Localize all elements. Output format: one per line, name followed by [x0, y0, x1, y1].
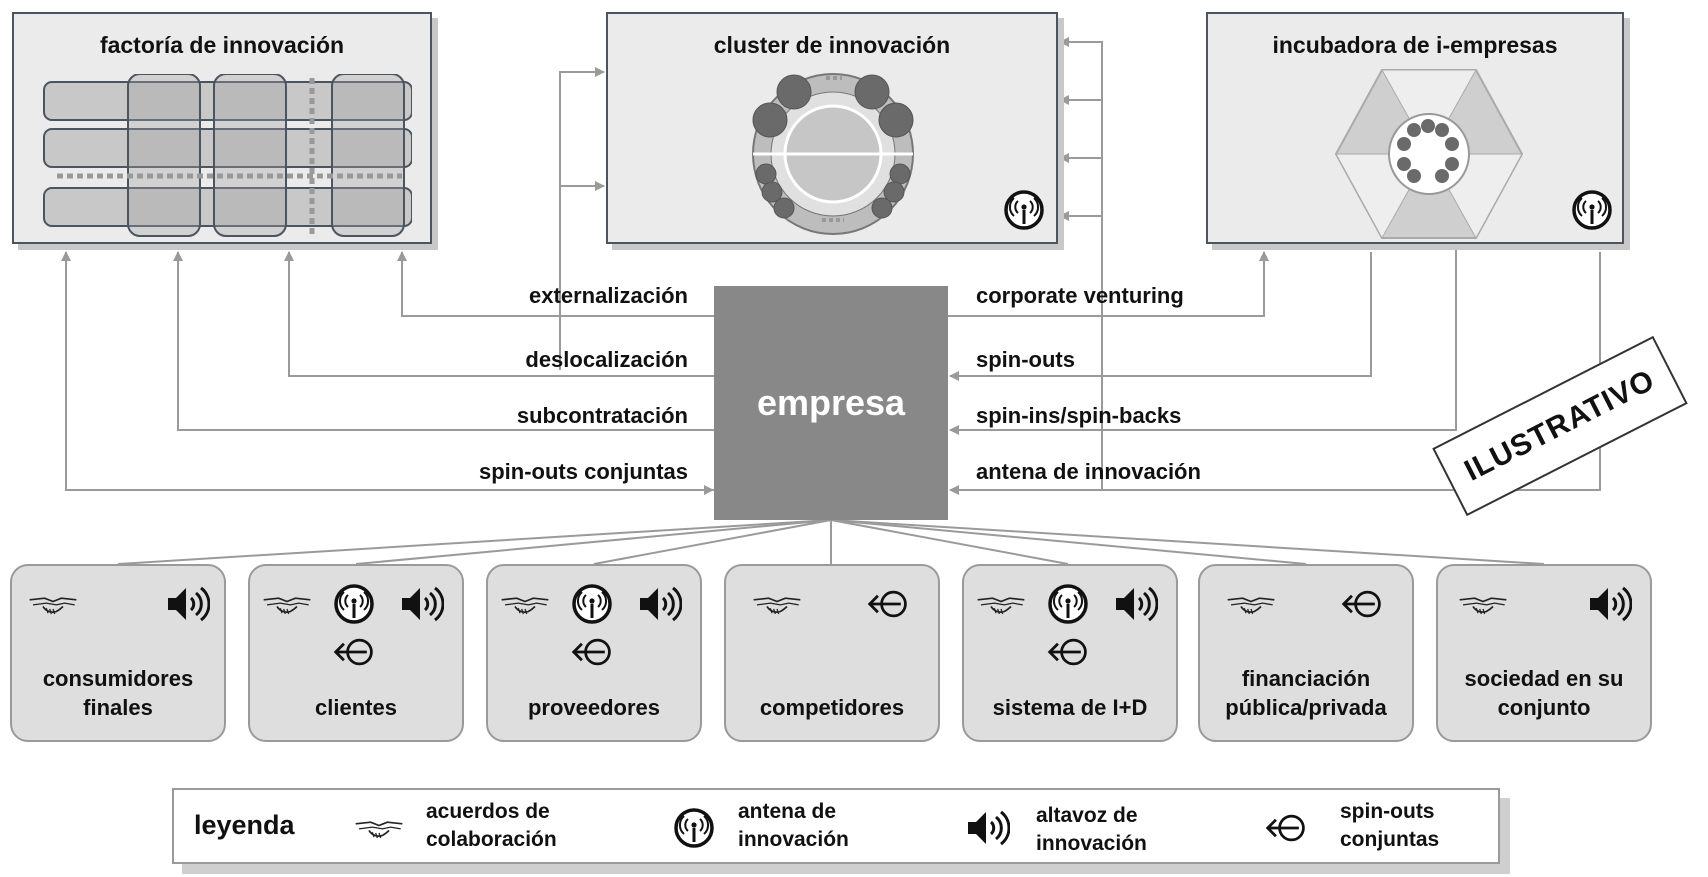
- cluster-graphic: [752, 73, 914, 235]
- arrow-deslocalizacion: [284, 251, 714, 377]
- legend-line: altavoz de: [1036, 804, 1138, 827]
- flow-label-subcontratacion: subcontratación: [516, 403, 688, 428]
- legend-title: leyenda: [194, 810, 295, 840]
- legend-line: innovación: [1036, 832, 1147, 855]
- speaker-icon: [966, 808, 1010, 848]
- stakeholder-clientes: clientes: [248, 564, 464, 742]
- spinout-icon: [1264, 812, 1308, 844]
- legend-line: innovación: [738, 828, 849, 851]
- handshake-icon: [354, 814, 404, 842]
- incubadora-graphic: [1334, 69, 1524, 240]
- spinout-icon: [1046, 636, 1090, 668]
- empresa-box: empresa: [714, 286, 948, 520]
- stakeholder-label: proveedores: [527, 695, 661, 720]
- legend-item-acuerdos: acuerdos de colaboración: [426, 798, 557, 854]
- antenna-icon: [334, 584, 374, 624]
- legend-item-antena: antena de innovación: [738, 798, 849, 854]
- arrow-subcontratacion: [173, 251, 714, 431]
- antenna-icon: [674, 808, 714, 848]
- stakeholder-label: financiación pública/privada: [1225, 666, 1387, 720]
- stakeholder-proveedores: proveedores: [486, 564, 702, 742]
- stakeholder-label: sociedad en su conjunto: [1464, 666, 1624, 720]
- stakeholder-consumidores: consumidores finales: [10, 564, 226, 742]
- legend: leyenda acuerdos de colaboración antena …: [172, 788, 1500, 864]
- legend-line: conjuntas: [1340, 828, 1440, 851]
- flow-label-spin-outs: spin-outs: [976, 347, 1075, 372]
- handshake-icon: [28, 590, 78, 618]
- arrow-spin-ins: [949, 246, 1457, 435]
- arrow-cluster-return-1: [1059, 37, 1103, 490]
- antenna-icon: [1048, 584, 1088, 624]
- speaker-icon: [638, 584, 682, 624]
- speaker-icon: [400, 584, 444, 624]
- stakeholder-sistema-id: sistema de I+D: [962, 564, 1178, 742]
- arrow-externalizacion: [397, 251, 714, 317]
- legend-line: antena de: [738, 800, 837, 823]
- handshake-icon: [976, 590, 1026, 618]
- flow-label-externalizacion: externalización: [529, 283, 688, 308]
- flow-label-antena: antena de innovación: [976, 459, 1201, 484]
- flow-label-corporate-venturing: corporate venturing: [976, 283, 1184, 308]
- handshake-icon: [500, 590, 550, 618]
- handshake-icon: [752, 590, 802, 618]
- legend-line: colaboración: [426, 828, 557, 851]
- flow-label-spinouts-conjuntas: spin-outs conjuntas: [479, 459, 688, 484]
- flow-label-deslocalizacion: deslocalización: [525, 347, 688, 372]
- legend-item-spinouts: spin-outs conjuntas: [1340, 798, 1439, 854]
- arrow-spin-outs-right: [949, 252, 1372, 381]
- stakeholder-label: sistema de I+D: [992, 695, 1148, 720]
- spinout-icon: [570, 636, 614, 668]
- antenna-icon: [1004, 190, 1044, 230]
- arrow-to-cluster-top: [559, 67, 605, 370]
- spinout-icon: [332, 636, 376, 668]
- speaker-icon: [1114, 584, 1158, 624]
- incubadora-title: incubadora de i-empresas: [1272, 32, 1558, 58]
- spinout-icon: [866, 588, 910, 620]
- handshake-icon: [1458, 590, 1508, 618]
- spinout-icon: [1340, 588, 1384, 620]
- stakeholder-sociedad: sociedad en su conjunto: [1436, 564, 1652, 742]
- factoria-graphic: [43, 74, 412, 237]
- legend-line: spin-outs: [1340, 800, 1435, 823]
- stakeholder-financiacion: financiación pública/privada: [1198, 564, 1414, 742]
- antenna-icon: [572, 584, 612, 624]
- incubadora-box: incubadora de i-empresas: [1206, 12, 1624, 244]
- cluster-title: cluster de innovación: [713, 32, 951, 58]
- stakeholder-competidores: competidores: [724, 564, 940, 742]
- arrow-antena: [949, 252, 1601, 495]
- factoria-box: factoría de innovación: [12, 12, 432, 244]
- legend-line: acuerdos de: [426, 800, 550, 823]
- stakeholder-label: clientes: [315, 695, 397, 720]
- speaker-icon: [1588, 584, 1632, 624]
- handshake-icon: [262, 590, 312, 618]
- antenna-icon: [1572, 190, 1612, 230]
- factoria-title: factoría de innovación: [99, 32, 345, 58]
- stakeholder-label: consumidores finales: [42, 666, 194, 720]
- handshake-icon: [1226, 590, 1276, 618]
- stakeholder-label: competidores: [759, 695, 905, 720]
- speaker-icon: [166, 584, 210, 624]
- arrow-corporate-venturing: [948, 251, 1269, 317]
- legend-item-altavoz: altavoz de innovación: [1036, 802, 1147, 858]
- flow-label-spin-ins: spin-ins/spin-backs: [976, 403, 1182, 428]
- cluster-box: cluster de innovación: [606, 12, 1058, 244]
